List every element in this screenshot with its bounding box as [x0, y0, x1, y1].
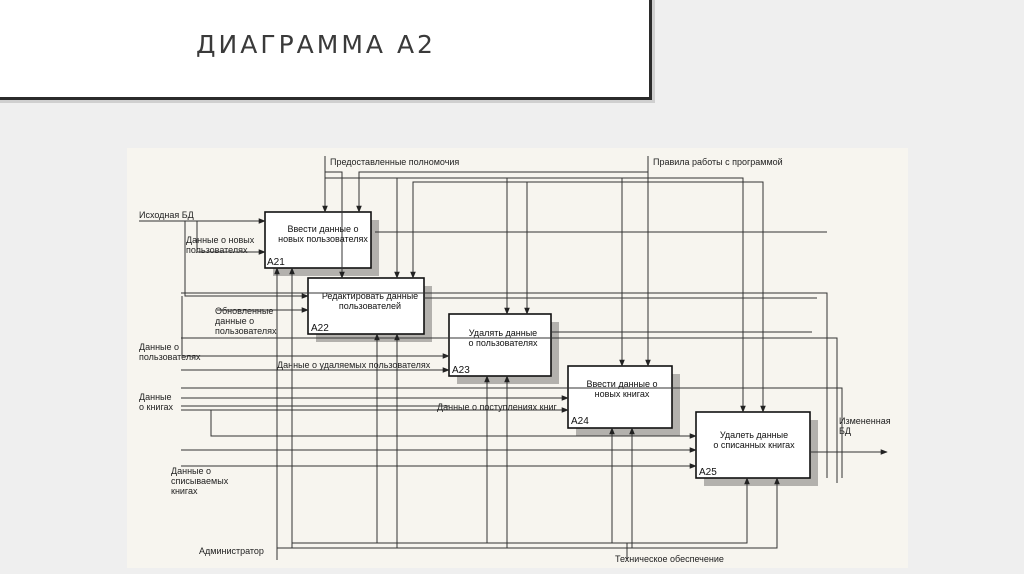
box-a24-number: A24 — [571, 416, 589, 427]
label-program-rules: Правила работы с программой — [653, 157, 783, 167]
box-a24: Ввести данные о новых книгах A24 — [567, 365, 680, 436]
label-provided-permissions: Предоставленные полномочия — [330, 157, 459, 167]
box-a21-frame — [264, 211, 372, 269]
control-program-rules — [356, 156, 766, 413]
box-a25: Удалеть данные о списанных книгах A25 — [695, 411, 818, 486]
label-written-off-books-line2: списываемых — [171, 476, 229, 486]
idef0-diagram: Ввести данные о новых пользователях A21 … — [127, 148, 908, 568]
box-a25-name-line2: о списанных книгах — [713, 440, 795, 450]
box-a22: Редактировать данные пользователей A22 — [307, 277, 432, 342]
label-users-data-line2: пользователях — [139, 352, 201, 362]
label-source-db: Исходная БД — [139, 210, 194, 220]
control-provided-permissions — [322, 156, 746, 413]
label-updated-users-data-line1: Обновленные — [215, 306, 273, 316]
box-a25-frame — [695, 411, 811, 479]
label-updated-users-data-line2: данные о — [215, 316, 254, 326]
box-a21-name-line1: Ввести данные о — [287, 224, 358, 234]
box-a23: Удалять данные о пользователях A23 — [448, 313, 559, 384]
box-a22-number: A22 — [311, 323, 329, 334]
box-a23-name-line2: о пользователях — [469, 338, 538, 348]
slide-title: ДИАГРАММА А2 — [196, 30, 436, 59]
box-a22-name-line1: Редактировать данные — [322, 291, 418, 301]
box-a21-number: A21 — [267, 257, 285, 268]
box-a22-frame — [307, 277, 425, 335]
label-new-users-data-line1: Данные о новых — [186, 235, 255, 245]
box-a25-name-line1: Удалеть данные — [720, 430, 788, 440]
label-deleted-users-data: Данные о удаляемых пользователях — [277, 360, 431, 370]
label-books-data-line1: Данные — [139, 392, 172, 402]
box-a24-frame — [567, 365, 673, 429]
box-a21-name-line2: новых пользователях — [278, 234, 368, 244]
box-a25-number: A25 — [699, 467, 717, 478]
box-a24-name-line2: новых книгах — [595, 389, 650, 399]
label-technical-support: Техническое обеспечение — [615, 554, 724, 564]
label-users-data-line1: Данные о — [139, 342, 179, 352]
label-new-users-data-line2: пользователях — [186, 245, 248, 255]
title-box — [0, 0, 652, 100]
mechanism-arrows — [274, 267, 780, 560]
box-a23-name-line1: Удалять данные — [469, 328, 537, 338]
label-updated-users-data-line3: пользователях — [215, 326, 277, 336]
outputs-right — [375, 231, 888, 455]
label-written-off-books-line1: Данные о — [171, 466, 211, 476]
label-changed-db-line1: Измененная — [839, 416, 891, 426]
label-written-off-books-line3: книгах — [171, 486, 198, 496]
diagram-canvas: Ввести данные о новых пользователях A21 … — [139, 156, 891, 564]
label-incoming-books-data: Данные о поступлениях книг — [437, 402, 558, 412]
label-administrator: Администратор — [199, 546, 264, 556]
box-a22-name-line2: пользователей — [339, 301, 401, 311]
label-books-data-line2: о книгах — [139, 402, 174, 412]
box-a24-name-line1: Ввести данные о — [586, 379, 657, 389]
box-a21: Ввести данные о новых пользователях A21 — [264, 211, 379, 276]
box-a23-number: A23 — [452, 365, 470, 376]
box-a23-frame — [448, 313, 552, 377]
label-changed-db-line2: БД — [839, 426, 851, 436]
